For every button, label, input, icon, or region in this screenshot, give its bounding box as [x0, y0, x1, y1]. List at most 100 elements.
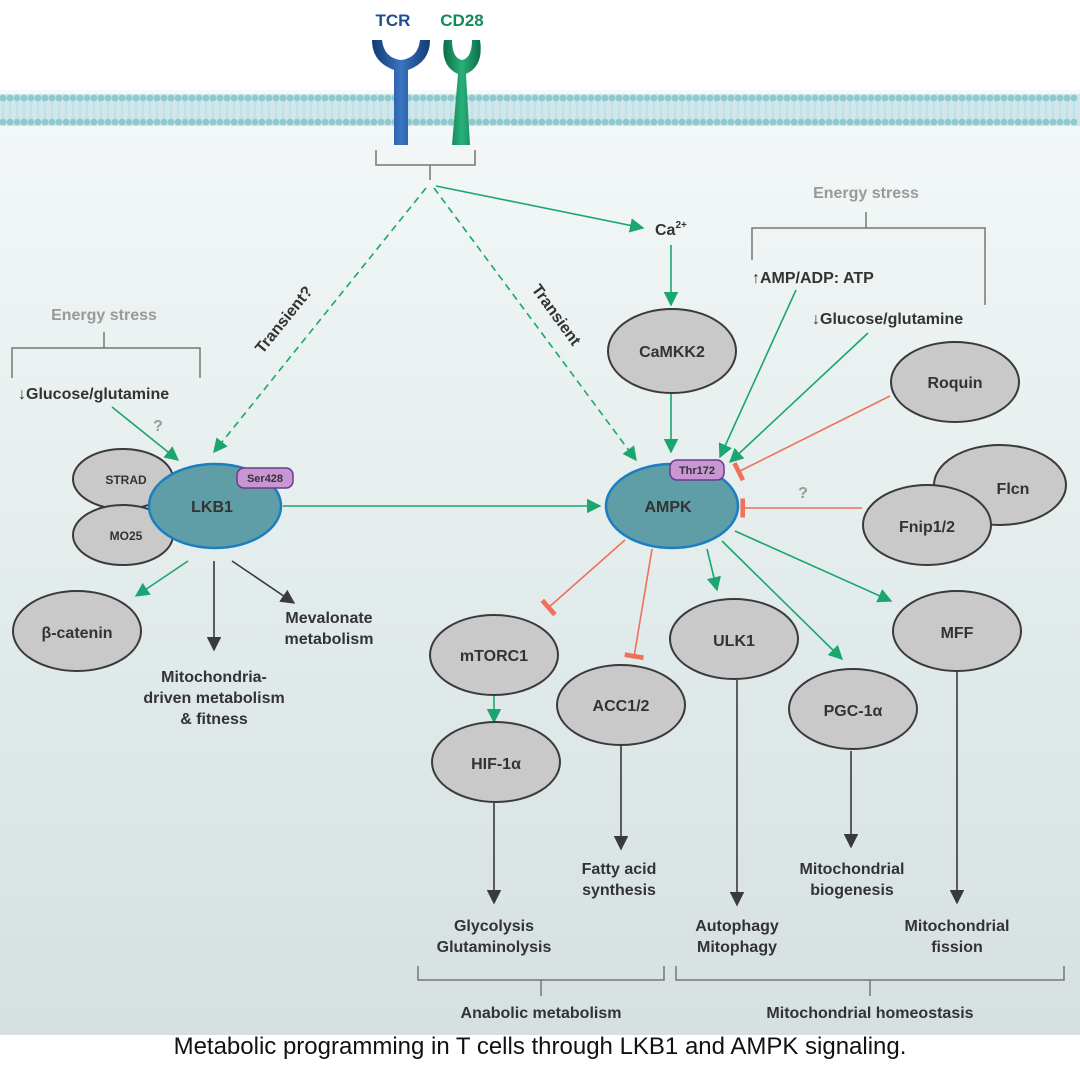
membrane-bead — [118, 118, 126, 126]
membrane-bead — [713, 118, 721, 126]
membrane-bead — [34, 118, 42, 126]
membrane-bead — [608, 118, 616, 126]
membrane-bead — [209, 118, 217, 126]
membrane-bead — [216, 94, 224, 102]
membrane-bead — [853, 118, 861, 126]
membrane-bead — [888, 118, 896, 126]
arrow-ampk-to-mff — [734, 530, 893, 603]
membrane-bead — [293, 94, 301, 102]
ser428-label: Ser428 — [247, 473, 283, 485]
membrane-bead — [216, 118, 224, 126]
membrane-bead — [993, 118, 1001, 126]
membrane-bead — [1014, 94, 1022, 102]
cytoplasm-background — [0, 90, 1080, 1035]
membrane-bead — [377, 118, 385, 126]
pgc-label: PGC-1α — [824, 703, 883, 720]
membrane-bead — [874, 118, 882, 126]
membrane-bead — [27, 118, 35, 126]
membrane-bead — [328, 94, 336, 102]
membrane-bead — [237, 118, 245, 126]
membrane-bead — [447, 118, 455, 126]
membrane-bead — [671, 118, 679, 126]
membrane-bead — [6, 118, 14, 126]
membrane-bead — [657, 94, 665, 102]
membrane-bead — [83, 118, 91, 126]
membrane-bead — [692, 118, 700, 126]
mito-driven-label-2: driven metabolism — [143, 690, 284, 707]
membrane-bead — [41, 94, 49, 102]
membrane-bead — [62, 94, 70, 102]
membrane-bead — [783, 118, 791, 126]
membrane-bead — [601, 94, 609, 102]
fnip-label: Fnip1/2 — [899, 519, 955, 536]
acc-node — [556, 664, 686, 746]
membrane-bead — [244, 118, 252, 126]
membrane-bead — [48, 94, 56, 102]
membrane-bead — [657, 118, 665, 126]
membrane-bead — [167, 94, 175, 102]
arrow-glucose-to-lkb1 — [111, 406, 180, 461]
membrane-bead — [720, 94, 728, 102]
mito-driven-label-1: Mitochondria- — [161, 669, 267, 686]
membrane-bead — [1007, 94, 1015, 102]
membrane-bead — [153, 118, 161, 126]
roquin-label: Roquin — [927, 375, 982, 392]
energy-stress-left-bracket — [11, 347, 201, 378]
membrane-bead — [566, 118, 574, 126]
membrane-bead — [265, 118, 273, 126]
membrane-bead — [90, 118, 98, 126]
membrane-bead — [321, 118, 329, 126]
membrane-bead — [874, 94, 882, 102]
membrane-bead — [13, 94, 21, 102]
membrane-bead — [76, 118, 84, 126]
membrane-bead — [328, 118, 336, 126]
calcium-label: Ca2+ — [655, 220, 687, 239]
mevalonate-label-1: Mevalonate — [285, 610, 372, 627]
membrane-bead — [139, 94, 147, 102]
membrane-bead — [503, 118, 511, 126]
membrane-bead — [1021, 94, 1029, 102]
membrane-bead — [818, 94, 826, 102]
membrane-bead — [776, 118, 784, 126]
question-left-label: ? — [153, 418, 163, 435]
membrane-bead — [636, 94, 644, 102]
membrane-bead — [797, 94, 805, 102]
anabolic-metabolism-label: Anabolic metabolism — [461, 1005, 622, 1022]
membrane-bead — [55, 94, 63, 102]
membrane-bead — [671, 94, 679, 102]
hif-label: HIF-1α — [471, 756, 521, 773]
arrow-ampk-to-pgc — [721, 540, 844, 661]
membrane-bead — [496, 94, 504, 102]
arrow-tcr-to-ca — [435, 185, 645, 233]
membrane-bead — [356, 94, 364, 102]
membrane-bead — [923, 118, 931, 126]
membrane-bead — [930, 94, 938, 102]
membrane-bead — [986, 118, 994, 126]
membrane-bead — [195, 94, 203, 102]
membrane-bead — [489, 118, 497, 126]
mtorc1-node — [429, 614, 559, 696]
membrane-bead — [580, 94, 588, 102]
membrane-bead — [524, 118, 532, 126]
membrane-bead — [34, 94, 42, 102]
membrane-bead — [503, 94, 511, 102]
membrane-bead — [902, 94, 910, 102]
membrane-bead — [587, 94, 595, 102]
membrane-bead — [370, 118, 378, 126]
arrow-tcr-to-lkb1 — [213, 187, 427, 454]
membrane-bead — [258, 118, 266, 126]
membrane-bead — [223, 94, 231, 102]
membrane-bead — [363, 118, 371, 126]
membrane-bead — [853, 94, 861, 102]
membrane-bead — [734, 94, 742, 102]
arrow-amp-to-ampk — [718, 289, 797, 459]
membrane-bead — [1056, 94, 1064, 102]
membrane-bead — [972, 118, 980, 126]
membrane-bead — [482, 94, 490, 102]
membrane-bead — [895, 118, 903, 126]
membrane-bead — [384, 94, 392, 102]
membrane-bead — [69, 118, 77, 126]
membrane-bead — [167, 118, 175, 126]
membrane-bead — [720, 118, 728, 126]
membrane-bead — [223, 118, 231, 126]
